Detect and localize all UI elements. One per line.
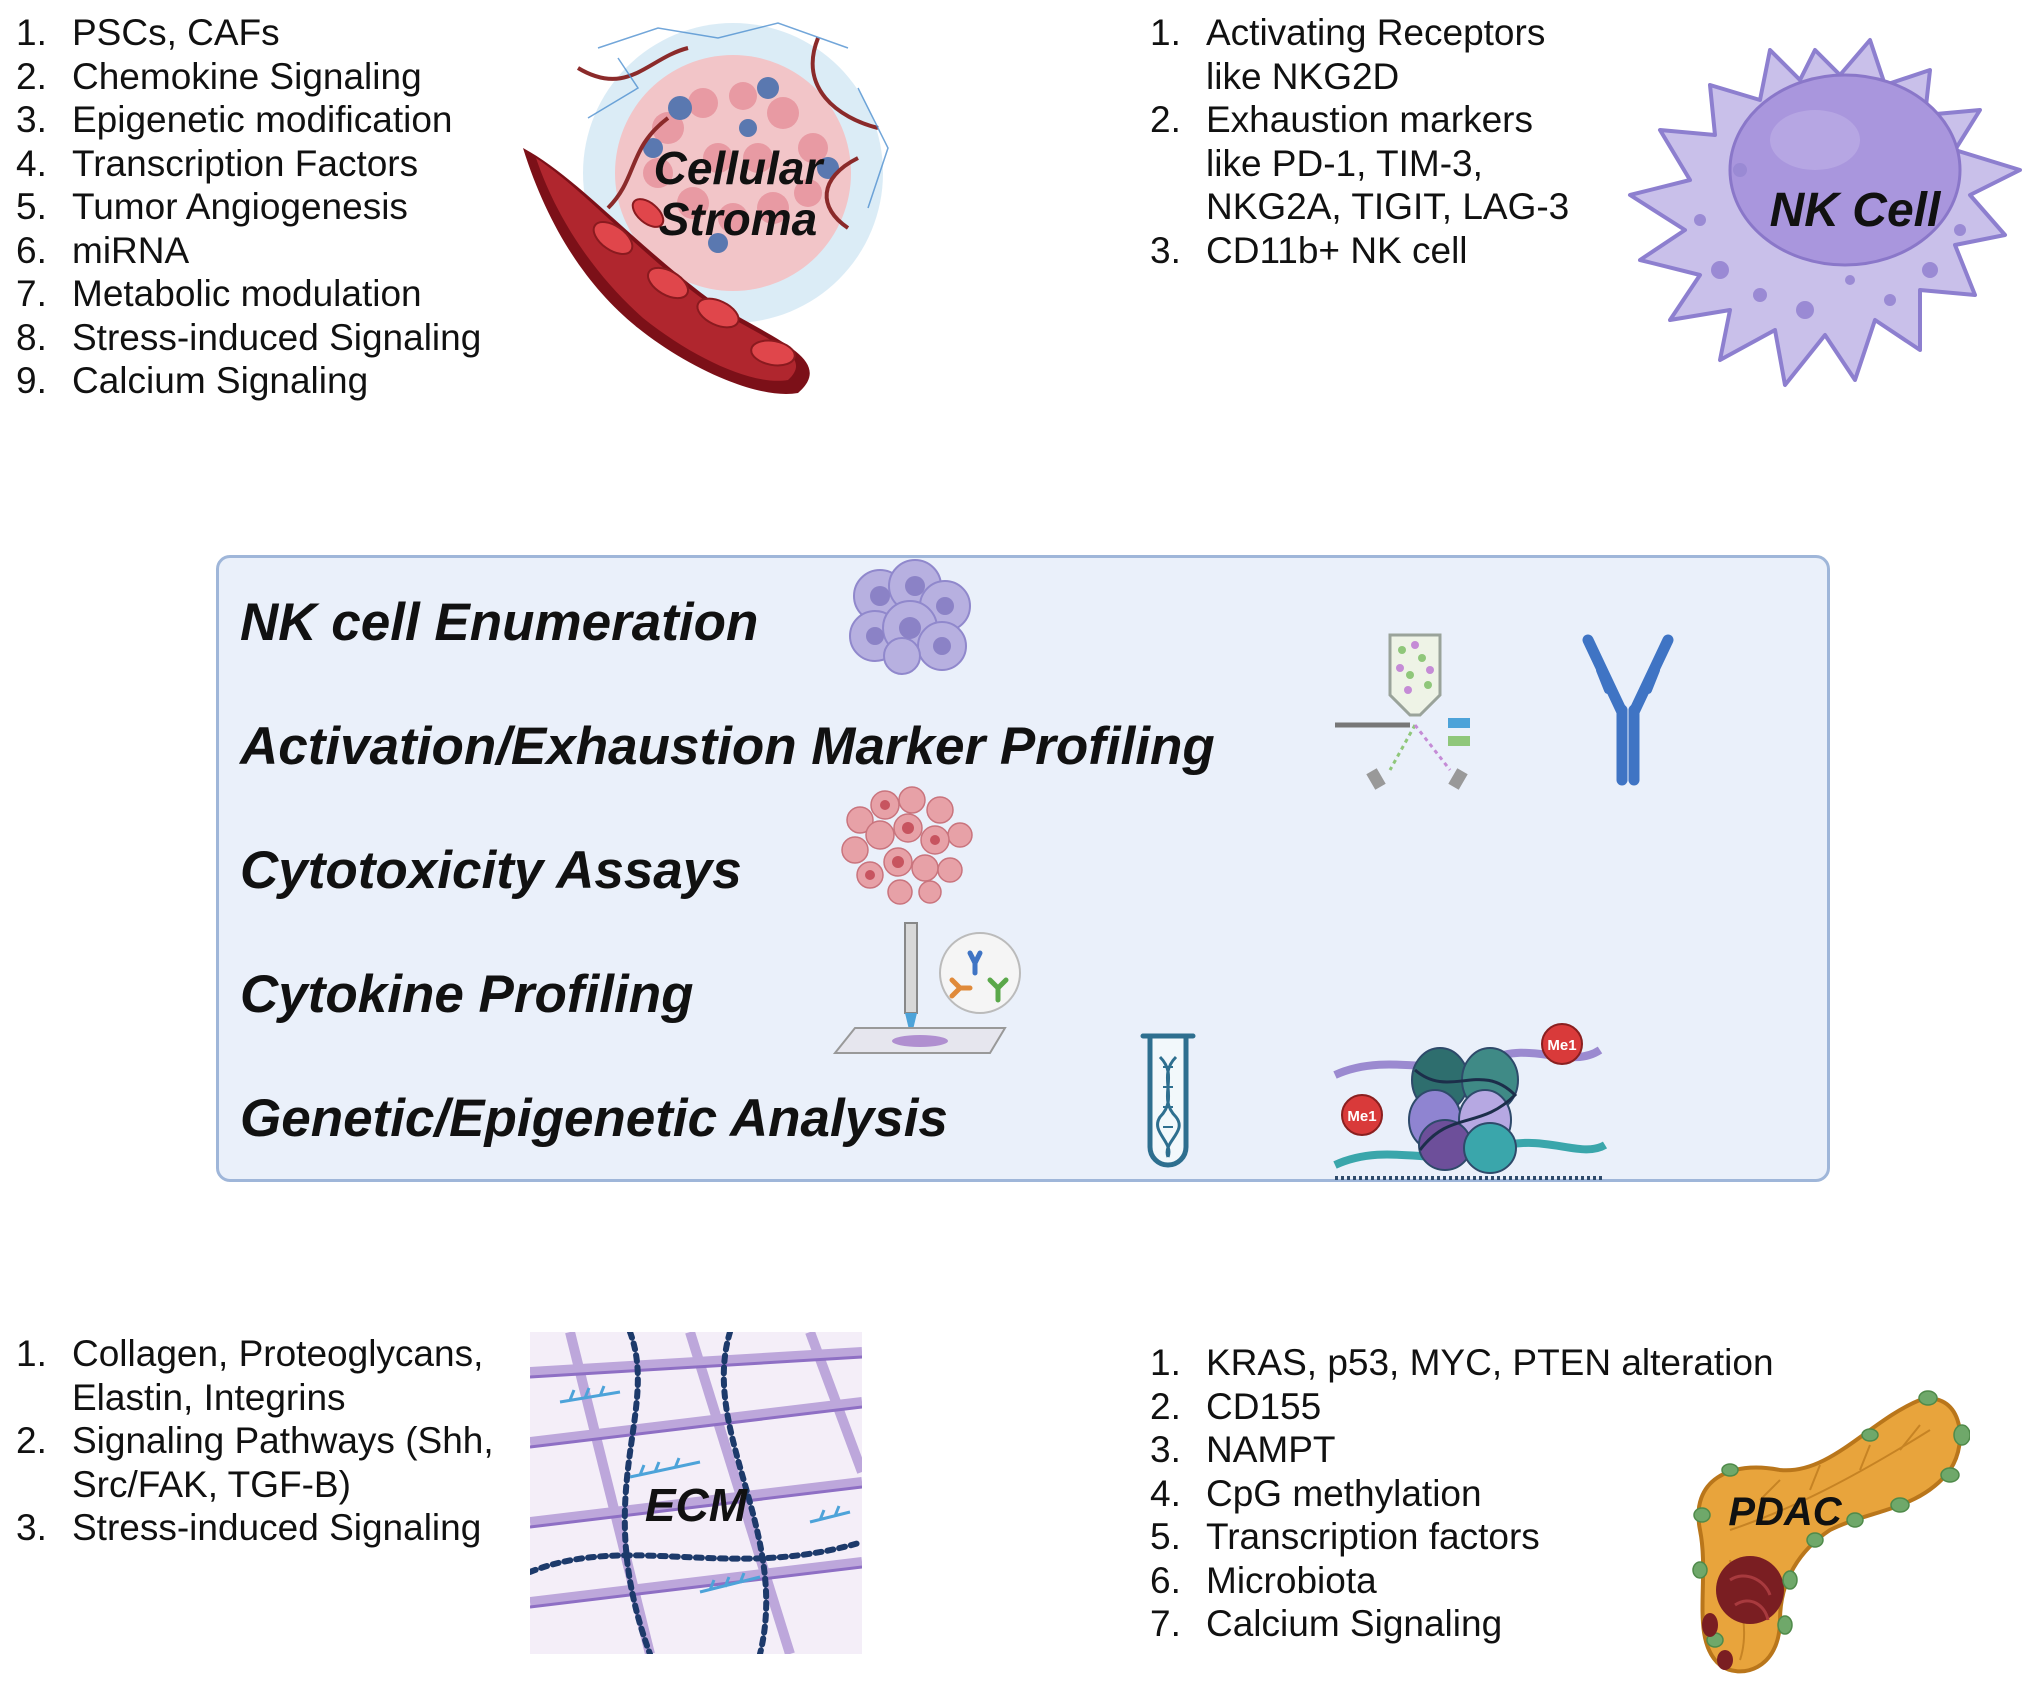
list-item: 6.Microbiota <box>1150 1559 1377 1601</box>
list-item: 4.CpG methylation <box>1150 1472 1482 1514</box>
list-item: 7.Metabolic modulation <box>16 273 422 314</box>
list-item: 2.CD155 <box>1150 1385 1322 1427</box>
pdac-label: PDAC <box>1728 1490 1842 1534</box>
methyl-mark-label: Me1 <box>1547 1037 1576 1054</box>
method-cytotoxicity-assays: Cytotoxicity Assays <box>240 841 742 900</box>
list-item: Elastin, Integrins <box>72 1376 346 1418</box>
stroma-tissue-icon <box>523 22 889 394</box>
stroma-factor-list: 1.PSCs, CAFs 2.Chemokine Signaling 3.Epi… <box>16 11 481 403</box>
list-item: 8.Stress-induced Signaling <box>16 316 482 358</box>
list-item: NKG2A, TIGIT, LAG-3 <box>1206 186 1570 227</box>
pdac-factor-list: 1.KRAS, p53, MYC, PTEN alteration 2.CD15… <box>1150 1341 1774 1646</box>
method-cytokine-profiling: Cytokine Profiling <box>240 965 694 1024</box>
ecm-illustration: ECM <box>527 1329 867 1657</box>
list-item: like PD-1, TIM-3, <box>1206 142 1483 184</box>
pancreas-icon <box>1692 1390 1971 1674</box>
antibody-icon <box>1578 630 1678 790</box>
list-item: Src/FAK, TGF-B) <box>72 1463 351 1505</box>
cell-cluster-icon <box>840 556 980 676</box>
method-marker-profiling: Activation/Exhaustion Marker Profiling <box>240 717 1215 776</box>
list-item: 6.miRNA <box>16 229 190 271</box>
list-item: 5.Tumor Angiogenesis <box>16 186 408 227</box>
list-item: 5.Transcription factors <box>1150 1516 1540 1557</box>
nk-cell-label: NK Cell <box>1769 184 1941 237</box>
pdac-pancreas-illustration: PDAC <box>1670 1380 1971 1680</box>
list-item: 3.CD11b+ NK cell <box>1150 229 1468 271</box>
list-item: 2.Exhaustion markers <box>1150 99 1533 140</box>
assessment-methods-panel <box>216 555 1830 1182</box>
list-item: 1.Activating Receptors <box>1150 12 1546 53</box>
stroma-label-line2: Stroma <box>658 192 818 245</box>
list-item: 3.NAMPT <box>1150 1429 1336 1470</box>
nk-cell-icon <box>1628 38 2022 387</box>
list-item: 9.Calcium Signaling <box>16 360 369 401</box>
list-item: 2.Chemokine Signaling <box>16 55 422 97</box>
nk-cell-illustration: NK Cell <box>1600 30 2030 400</box>
list-item: 2.Signaling Pathways (Shh, <box>16 1420 494 1461</box>
list-item: 3.Stress-induced Signaling <box>16 1507 482 1548</box>
list-item: 7.Calcium Signaling <box>1150 1603 1503 1644</box>
methyl-mark-label: Me1 <box>1347 1108 1376 1125</box>
cellular-stroma-illustration: Cellular Stroma <box>518 8 913 400</box>
method-nk-cell-enumeration: NK cell Enumeration <box>240 593 759 652</box>
nucleosome-methylation-icon: Me1 Me1 <box>1330 1020 1610 1185</box>
ecm-fibers-icon <box>527 1329 867 1657</box>
list-item: 1.KRAS, p53, MYC, PTEN alteration <box>1150 1342 1774 1383</box>
flow-cytometer-icon <box>1330 630 1490 790</box>
list-item: like NKG2D <box>1206 55 1400 97</box>
ecm-factor-list: 1.Collagen, Proteoglycans, Elastin, Inte… <box>16 1332 494 1550</box>
list-item: 1.Collagen, Proteoglycans, <box>16 1333 484 1374</box>
dna-test-tube-icon <box>1138 1032 1198 1177</box>
cytokine-assay-icon <box>830 918 1030 1058</box>
ecm-label: ECM <box>644 1479 748 1531</box>
list-item: 4.Transcription Factors <box>16 142 419 184</box>
tumor-cells-icon <box>830 780 990 910</box>
method-genetic-epigenetic-analysis: Genetic/Epigenetic Analysis <box>240 1089 948 1148</box>
nk-cell-factor-list: 1.Activating Receptors like NKG2D 2.Exha… <box>1150 11 1569 272</box>
list-item: 3.Epigenetic modification <box>16 99 453 140</box>
list-item: 1.PSCs, CAFs <box>16 12 280 53</box>
stroma-label-line1: Cellular <box>653 142 823 194</box>
